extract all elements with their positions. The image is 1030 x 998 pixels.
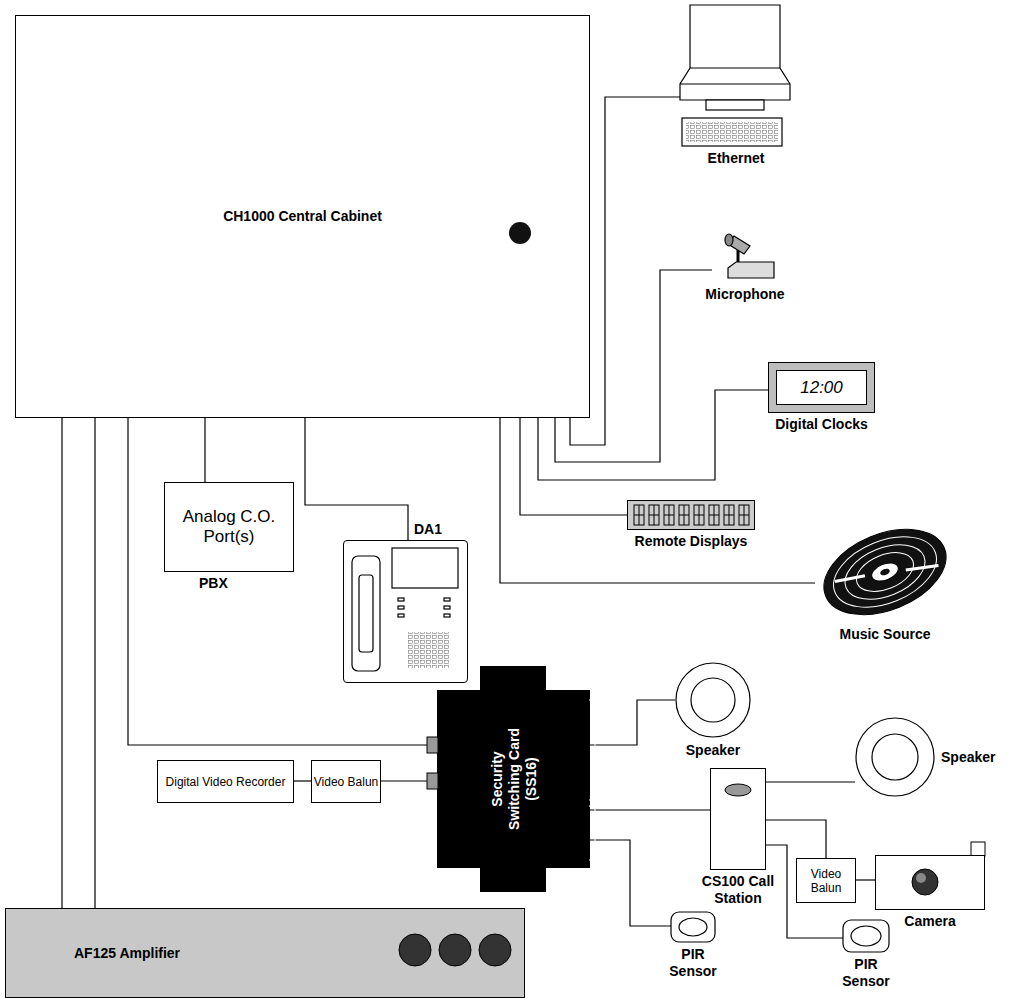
device-label: PBX xyxy=(199,575,228,592)
disc-icon xyxy=(811,513,958,631)
device-label: DA1 xyxy=(414,521,442,538)
display-box: Remote Displays xyxy=(627,500,755,530)
segment-display xyxy=(634,505,749,525)
camera-lens xyxy=(912,869,938,895)
balun-box: Video Balun xyxy=(796,858,856,903)
phone-node: DA1 xyxy=(343,540,468,683)
microphone-node: Microphone xyxy=(712,232,778,282)
wire xyxy=(500,418,815,583)
device-label: CS100 Call Station xyxy=(698,873,778,907)
camera-button xyxy=(971,842,985,856)
card-title: Security Switching Card (SS16) xyxy=(488,718,539,840)
clock-reading: 12:00 xyxy=(800,378,843,398)
wire xyxy=(590,809,710,810)
card-connector xyxy=(427,700,595,860)
speaker-node: Speaker xyxy=(855,717,935,797)
wire xyxy=(538,390,768,480)
device-label: Ethernet xyxy=(708,150,765,167)
cabinet-lock xyxy=(509,222,531,244)
device-label: Speaker xyxy=(941,749,995,766)
pbx-box: Analog C.O. Port(s)PBX xyxy=(164,482,294,572)
amplifier-title: AF125 Amplifier xyxy=(74,945,180,962)
wire xyxy=(294,780,311,781)
box-label: Video Balun xyxy=(314,775,379,789)
device-label: Speaker xyxy=(686,742,740,759)
computer-node: Ethernet xyxy=(680,5,792,146)
phone-icon xyxy=(352,548,458,671)
balun-box: Video Balun xyxy=(311,760,381,803)
speaker-node: Speaker xyxy=(675,662,751,738)
wire xyxy=(128,418,437,745)
wire xyxy=(94,418,95,908)
device-label: Microphone xyxy=(705,286,784,303)
clock-box: 12:00Digital Clocks xyxy=(768,362,875,413)
cabinet-box: CH1000 Central Cabinet xyxy=(15,15,590,418)
device-label: PIR Sensor xyxy=(663,946,723,980)
wire xyxy=(204,418,205,482)
device-label: Digital Clocks xyxy=(775,416,868,433)
wire xyxy=(61,418,62,908)
amplifier-box: AF125 Amplifier xyxy=(5,908,525,998)
wire xyxy=(381,780,437,781)
wire xyxy=(305,418,408,540)
recorder-box: Digital Video Recorder xyxy=(157,760,294,803)
switching-card: Security Switching Card (SS16) xyxy=(437,690,590,868)
microphone-icon xyxy=(725,234,774,278)
wire xyxy=(766,820,826,858)
device-label: Music Source xyxy=(839,626,930,643)
box-label: Video Balun xyxy=(797,867,855,895)
pir-node: PIR Sensor xyxy=(843,920,889,952)
call-button xyxy=(725,784,751,796)
computer-icon xyxy=(680,5,790,146)
port-label: Analog C.O. Port(s) xyxy=(165,507,293,547)
device-label: PIR Sensor xyxy=(836,956,896,990)
box-label: Digital Video Recorder xyxy=(166,775,286,789)
wire xyxy=(856,879,875,880)
pir-node: PIR Sensor xyxy=(671,912,715,942)
music-node: Music Source xyxy=(815,522,955,622)
device-label: Remote Displays xyxy=(635,533,748,550)
wire xyxy=(570,97,680,445)
wire xyxy=(590,700,675,745)
wire xyxy=(520,418,627,515)
amplifier-knob xyxy=(399,934,511,966)
device-label: Camera xyxy=(904,913,955,930)
wire xyxy=(590,840,671,926)
wire xyxy=(766,781,855,782)
call-station-box: CS100 Call Station xyxy=(710,768,766,870)
cabinet-title: CH1000 Central Cabinet xyxy=(223,208,382,225)
camera-box: Camera xyxy=(875,855,985,910)
wire xyxy=(555,270,712,462)
